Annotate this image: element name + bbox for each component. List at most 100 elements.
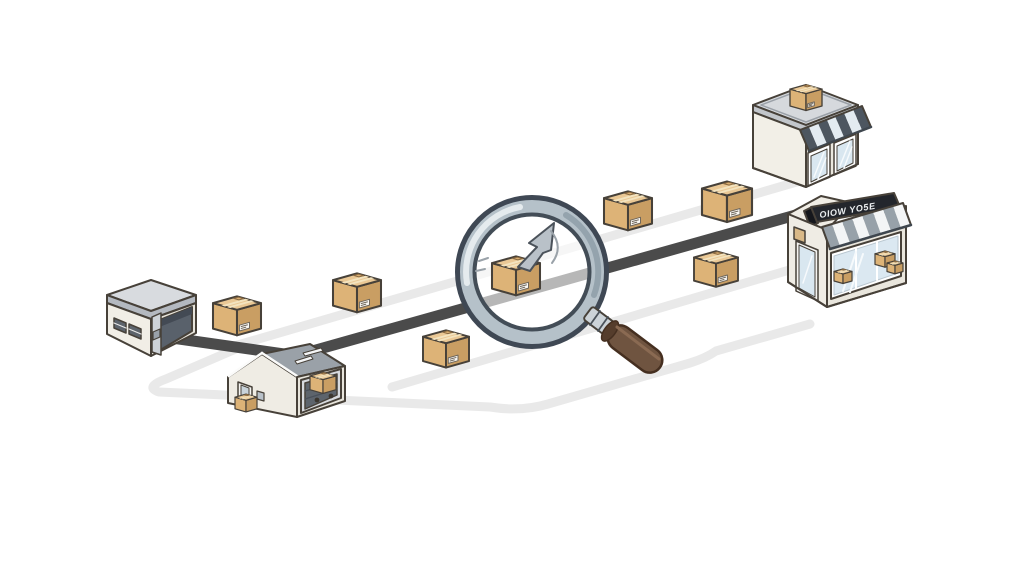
parcel-1-tape-1 (221, 298, 249, 307)
inspected-parcel-label-line-1 (519, 284, 527, 288)
tracking-arrow (517, 222, 555, 272)
parcel-2-label-line-2 (360, 303, 367, 307)
parcel-5-flap (723, 181, 735, 186)
shop-awning-trim (807, 125, 873, 153)
parcel-5 (700, 180, 754, 224)
storefront-parcel-1-tape-1 (837, 269, 848, 273)
storefront-parcel-2-flap (883, 250, 889, 253)
shop-roof-parcel-label-line-1 (808, 102, 814, 106)
parcel-1-tape-2 (226, 300, 255, 308)
hub-parcel-small (234, 393, 258, 413)
magnifier-ferrule-line-1 (589, 310, 601, 326)
shop-awning-stripe-2 (809, 123, 827, 148)
parcel-6-tape-1 (701, 253, 727, 261)
storefront-parcel-2-tape-1 (878, 252, 890, 256)
parcel-6 (693, 250, 739, 288)
storefront-awning-stripe-8 (893, 203, 911, 228)
magnifier-ring-highlight (463, 204, 523, 286)
storefront-awning-stripe-6 (873, 209, 891, 234)
shop-roof-parcel-flap (803, 84, 811, 88)
magnifier-ferrule-line-2 (597, 316, 609, 332)
parcel-6-label-line-2 (719, 278, 725, 282)
magnifier-handle-joint (600, 320, 620, 342)
hub-roof-vent-2 (294, 355, 314, 365)
inspected-parcel-tape-1 (500, 258, 528, 267)
hub-cart-wheel-2 (328, 393, 334, 399)
inspected-parcel-flap (512, 256, 524, 261)
shop-window-2-streak-a (839, 140, 851, 167)
shop-window-2-streak-b (843, 146, 853, 169)
hub-window (256, 390, 265, 402)
parcel-1-label-line-2 (240, 326, 247, 330)
warehouse-window-1-sash (113, 322, 127, 329)
shop-awning-stripe-1 (800, 127, 818, 151)
motion-dash-2 (475, 268, 486, 272)
hub-parcel-small-tape-1 (238, 395, 252, 399)
storefront-base (787, 281, 907, 308)
storefront-parcel-1-tape-2 (839, 270, 850, 274)
parcel-1 (211, 295, 263, 337)
magnifier-ring-outer-edge (455, 195, 609, 349)
hub-roof-vent-1 (302, 347, 324, 357)
parcel-5-label-line-2 (730, 213, 737, 216)
hub-parcel-small-tape-2 (241, 395, 254, 400)
hub-parcel-cart (309, 371, 337, 394)
parcel-1-flap (233, 296, 245, 301)
parcel-6-label-line-1 (719, 276, 727, 280)
parcel-4-flap (624, 191, 636, 196)
warehouse-roll-handle (152, 328, 161, 341)
motion-dash-1 (478, 257, 489, 262)
parcel-4-label-line-1 (631, 219, 639, 223)
storefront-awning-stripe-1 (822, 224, 840, 249)
shop-roof-parcel-tape-1 (795, 86, 814, 92)
parcel-2-flap (353, 273, 365, 278)
parcel-5-tape-1 (710, 184, 740, 192)
magnifier-ring-shade (563, 212, 602, 298)
hub-parcel-cart-tape-2 (317, 374, 333, 379)
storefront-parcel-1 (833, 268, 853, 285)
shop-window-1-streak-b (817, 157, 827, 180)
parcel-6-top-face (693, 250, 739, 265)
shop-roof-parcel-tape-2 (799, 87, 818, 93)
shop-roof-parcel (789, 83, 823, 112)
storefront-parcel-2-tape-2 (880, 252, 893, 256)
hub-fascia-left (227, 351, 264, 378)
magnifier-ring-inner-edge (472, 212, 592, 332)
parcel-5-label-line-1 (730, 210, 739, 214)
hub-fascia-right (260, 351, 299, 378)
tracking-arrow-swoosh (550, 230, 559, 264)
storefront-awning-stripe-5 (862, 212, 881, 237)
shop-awning-stripe-3 (818, 120, 836, 144)
parcel-4-label-line-2 (631, 221, 638, 225)
parcel-2-tape-1 (341, 275, 369, 284)
shop-roof-parcel-label-line-2 (808, 104, 813, 107)
hub-parcel-small-flap (244, 393, 250, 397)
storefront-parcel-1-flap (841, 268, 846, 271)
storefront-parcel-3 (886, 260, 904, 275)
parcel-3-label-line-2 (449, 359, 455, 362)
parcel-4-tape-1 (612, 193, 640, 202)
parcel-6-flap (712, 251, 723, 255)
parcel-3-tape-2 (436, 334, 463, 342)
parcel-5-tape-2 (716, 185, 745, 194)
parcel-6-tape-2 (706, 254, 732, 262)
hub-parcel-cart-tape-1 (314, 373, 330, 378)
warehouse-door-shade (157, 307, 192, 328)
shop-awning-stripe-4 (827, 116, 844, 141)
storefront-parcel-2-top-face (874, 250, 896, 258)
magnifier-handle-sheen (615, 325, 661, 361)
parcel-2-tape-2 (346, 277, 375, 285)
parcel-3 (422, 329, 470, 369)
parcel-3-label-line-1 (449, 356, 457, 360)
shop-roof-parcel-top-face (789, 83, 823, 95)
storefront-awning-stripe-7 (883, 206, 901, 231)
shop-base (752, 163, 859, 188)
storefront-door-streak (802, 255, 813, 284)
storefront-awning-stripe-2 (832, 221, 850, 246)
warehouse-window-2-sash (128, 328, 142, 335)
parcel-2-label-line-1 (360, 301, 368, 305)
route-loop-light (148, 319, 815, 414)
hub-parcel-small-top-face (234, 393, 258, 401)
